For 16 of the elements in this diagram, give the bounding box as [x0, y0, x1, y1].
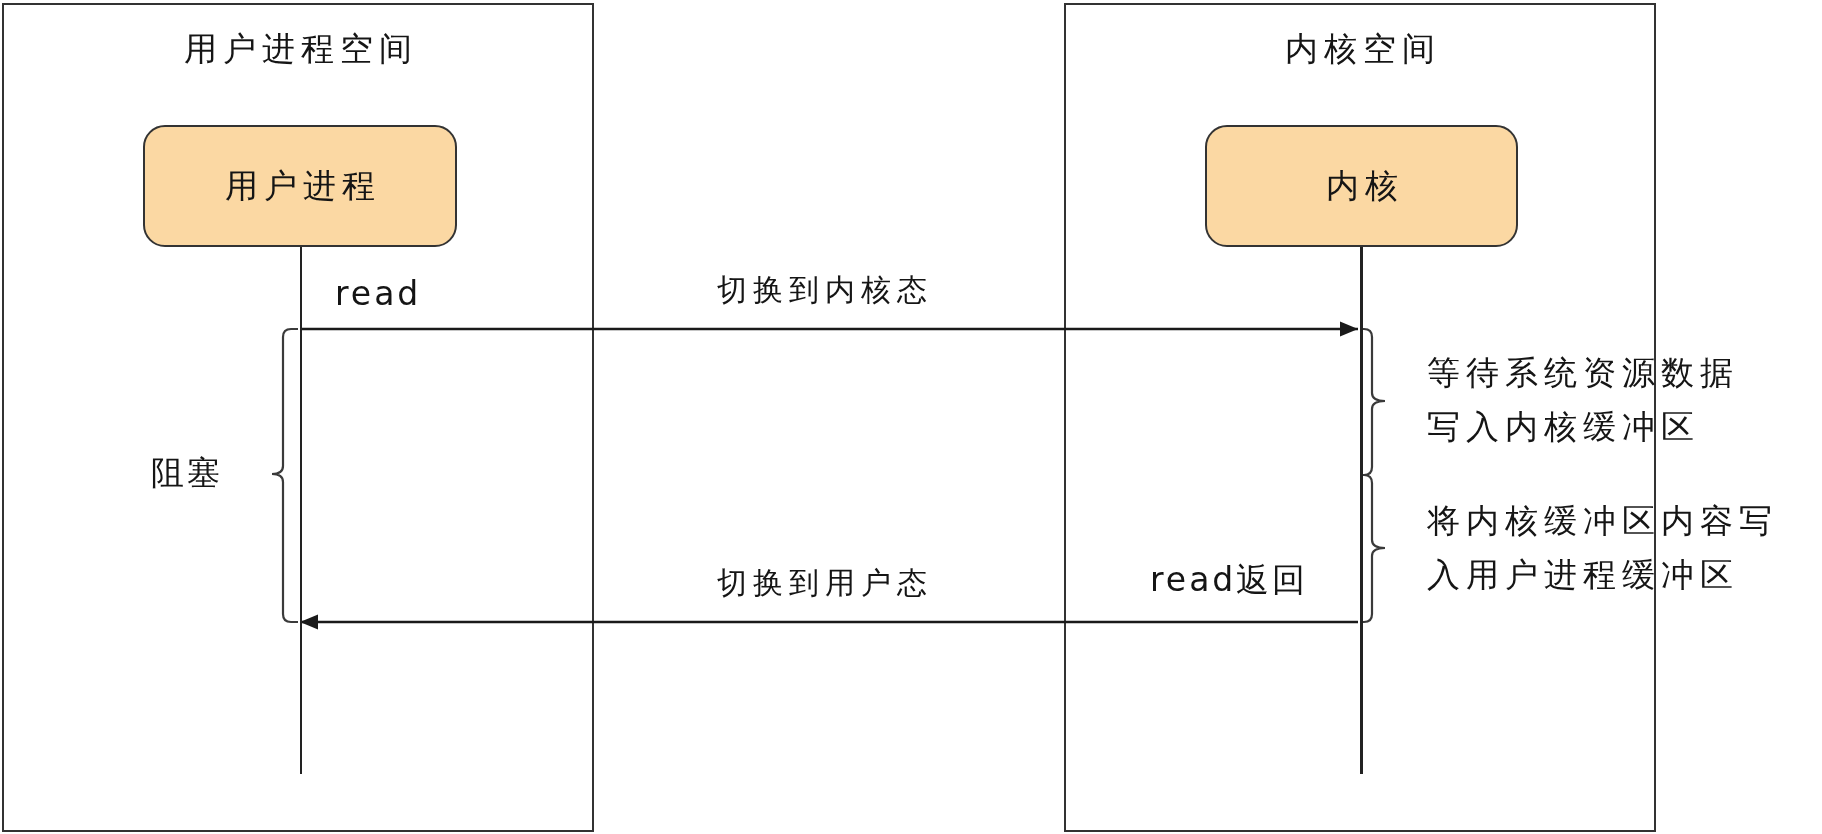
arrow — [300, 321, 1358, 337]
lane-title: 用户进程空间 — [183, 28, 418, 70]
arrow — [300, 614, 1358, 630]
process-box — [143, 125, 457, 247]
call-label: read返回 — [1150, 560, 1309, 600]
call-label: read — [335, 274, 422, 314]
annotation-text: 将内核缓冲区内容写入用户进程缓冲区 — [1427, 500, 1779, 596]
process-box — [1205, 125, 1518, 247]
lifeline — [1360, 247, 1363, 774]
lifeline — [299, 247, 302, 774]
node-label: 用户进程 — [224, 166, 381, 206]
node-label: 内核 — [1324, 166, 1404, 206]
lane-panel — [1064, 3, 1656, 832]
lane-panel — [2, 3, 594, 832]
lane-title: 内核空间 — [1284, 28, 1441, 70]
state-label: 阻塞 — [151, 453, 223, 493]
